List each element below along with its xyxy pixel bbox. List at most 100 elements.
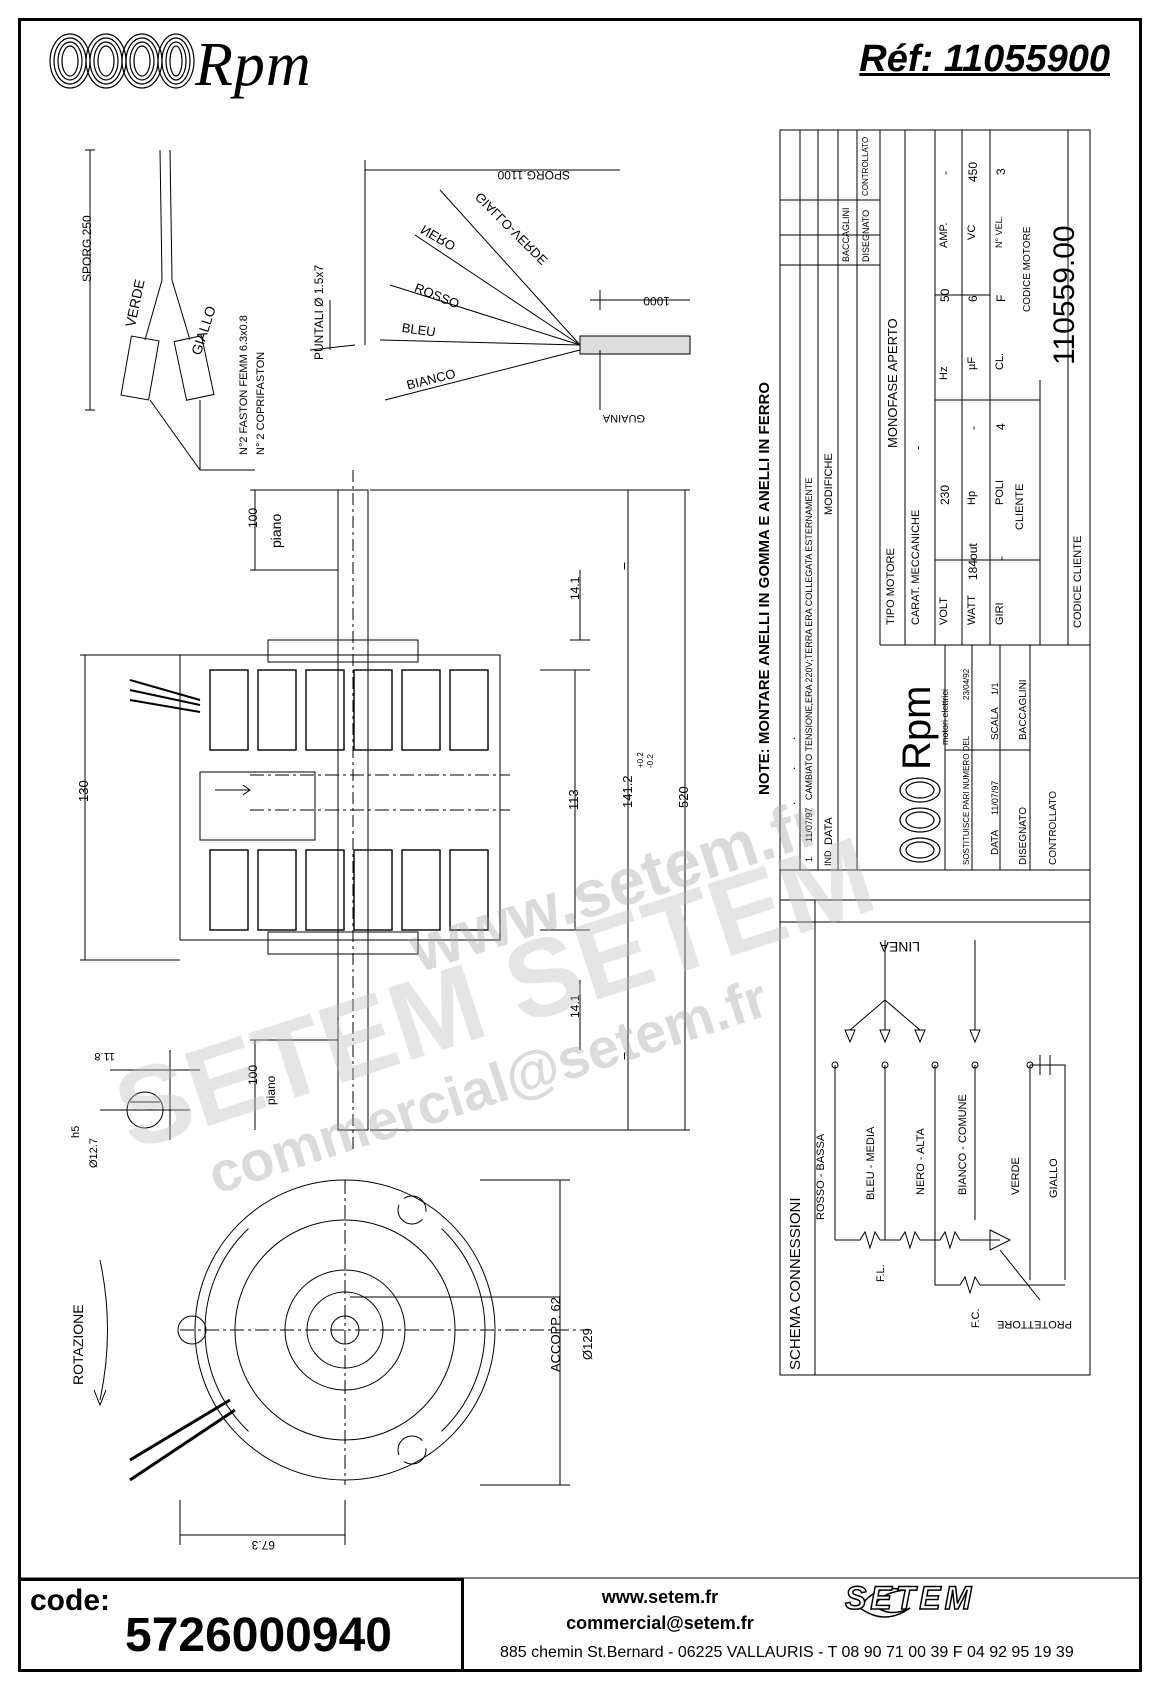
schema-title: SCHEMA CONNESSIONI [787, 1197, 804, 1370]
dim-14-1-top: 14.1 [568, 576, 582, 600]
rev-index: 1 [804, 856, 814, 862]
dim-141-2: 141.2 [620, 775, 635, 808]
amp-label: AMP. [938, 222, 950, 248]
volt-value: 230 [938, 484, 952, 505]
rev-header-disegnato: DISEGNATO [861, 209, 871, 262]
rotazione-label: ROTAZIONE [70, 1304, 86, 1385]
rev-date: 11/07/97 [804, 807, 814, 842]
codice-motore-value: 110559.00 [1048, 225, 1081, 365]
rev-header-controllato: CONTROLLATO [861, 136, 870, 196]
carat-meccaniche-label: CARAT. MECCANICHE [910, 509, 922, 625]
sostituisce-label: SOSTITUISCE PARI NUMERO DEL [962, 735, 971, 865]
watt-value: 184out [966, 543, 980, 580]
dim-11-8: 11.8 [94, 1050, 115, 1062]
rev-header-ind: IND [823, 850, 833, 867]
footer-contact: www.setem.fr commercial@setem.fr [560, 1584, 760, 1636]
dim-113: 113 [566, 789, 581, 810]
footer-email[interactable]: commercial@setem.fr [566, 1613, 754, 1633]
reference-number: Réf: 11055900 [859, 38, 1110, 80]
title-block-brand: Rpm [895, 685, 939, 770]
assembly-note: NOTE: MONTARE ANELLI IN GOMMA E ANELLI I… [756, 381, 773, 795]
dot-2: . [784, 766, 798, 770]
poli-label: POLI [994, 479, 1006, 505]
code-label: code: [30, 1584, 111, 1617]
fl-label: F.L. [875, 1264, 887, 1282]
title-block-coil-logo [899, 777, 941, 863]
rev-header-data: DATA [823, 817, 835, 845]
wire-verde: VERDE [1010, 1157, 1022, 1195]
cliente-label: CLIENTE [1014, 483, 1026, 530]
dot-3: . [784, 736, 798, 740]
rev-header-modifiche: MODIFICHE [823, 453, 835, 515]
wire-rosso-bassa: ROSSO - BASSA [815, 1133, 827, 1220]
wire-nero-alta: NERO - ALTA [915, 1128, 927, 1195]
hz-value: 50 [938, 288, 952, 302]
puntali-label: PUNTALI Ø 1.5x7 [312, 264, 326, 360]
dim-67-3: 67.3 [251, 1538, 275, 1552]
disegnato-value: BACCAGLINI [1018, 679, 1029, 740]
footer-website[interactable]: www.setem.fr [601, 1587, 719, 1607]
tolerance-minus: -0.2 [646, 754, 655, 768]
equal-mark-bottom: = [618, 1051, 634, 1060]
tolerance-plus: +0.2 [636, 752, 645, 768]
dim-520: 520 [676, 786, 691, 808]
giri-label: GIRI [994, 602, 1006, 625]
codice-motore-label: CODICE MOTORE [1022, 226, 1033, 312]
dim-100-bottom: 100 [246, 1064, 260, 1085]
drawing-sheet [18, 18, 1142, 1672]
poli-value: 4 [994, 423, 1008, 430]
codice-cliente-label: CODICE CLIENTE [1072, 535, 1084, 628]
n-vel-value: 3 [994, 168, 1008, 175]
faston-note-2: N° 2 COPRIFASTON [255, 351, 267, 455]
cl-label: CL. [994, 352, 1006, 370]
dim-14-1-bottom: 14.1 [568, 994, 582, 1018]
volt-label: VOLT [938, 597, 950, 625]
cl-value: F [994, 294, 1008, 302]
rpm-coil-logo [49, 33, 195, 89]
data-label: DATA [990, 829, 1001, 855]
guaina-label: GUAINA [602, 412, 645, 424]
faston-note-1: N°2 FASTON FEMM 6.3x0.8 [238, 315, 250, 455]
n-vel-label: N° VEL. [994, 215, 1004, 248]
fc-label: F.C. [970, 1308, 982, 1328]
code-value: 5726000940 [125, 1609, 392, 1662]
hz-label: Hz [938, 366, 950, 380]
accopp-label: ACCOPP. 62 [548, 1297, 563, 1372]
code-box [18, 1578, 464, 1672]
sporg-short-label: SPORG.250 [80, 215, 94, 282]
dim-129: Ø129 [580, 1328, 595, 1360]
tipo-motore-label: TIPO MOTORE [885, 548, 897, 625]
controllato-label: CONTROLLATO [1048, 790, 1059, 865]
dim-h5: h5 [70, 1125, 82, 1138]
dim-100-top: 100 [246, 507, 260, 528]
vc-value: 450 [966, 161, 980, 182]
dot-1: . [784, 801, 798, 805]
tipo-motore-value: MONOFASE APERTO [885, 318, 900, 448]
vc-label: VC [966, 224, 978, 240]
rev-description: CAMBIATO TENSIONE,ERA 220V;TERRA ERA COL… [804, 477, 814, 800]
uf-label: µF [966, 356, 978, 370]
hp-value: - [966, 426, 980, 430]
setem-swoosh-icon [859, 1587, 911, 1618]
amp-value: - [938, 171, 952, 175]
piano-top-label: piano [268, 513, 284, 548]
dim-12-7: Ø12.7 [88, 1138, 100, 1168]
hp-label: Hp [966, 490, 978, 505]
data-value: 11/07/97 [990, 780, 1000, 815]
brand-name: Rpm [195, 31, 312, 99]
length-1000-label: 1000 [643, 294, 670, 308]
equal-mark-top: = [618, 561, 634, 570]
rev-designer: BACCAGLINI [841, 207, 851, 262]
dim-130: 130 [76, 780, 91, 802]
wire-bleu-media: BLEU - MEDIA [865, 1126, 877, 1200]
wire-giallo: GIALLO [1048, 1158, 1060, 1198]
watt-label: WATT [966, 595, 978, 625]
wire-bianco-comune: BIANCO - COMUNE [957, 1094, 969, 1195]
protettore-label: PROTETTORE [997, 1318, 1072, 1330]
giri-value: - [994, 556, 1008, 560]
sostituisce-date: 23/04/92 [962, 668, 971, 700]
uf-value: 6 [966, 295, 980, 302]
piano-bottom-label: piano [264, 1075, 278, 1105]
scala-value: 1/1 [990, 682, 1000, 695]
